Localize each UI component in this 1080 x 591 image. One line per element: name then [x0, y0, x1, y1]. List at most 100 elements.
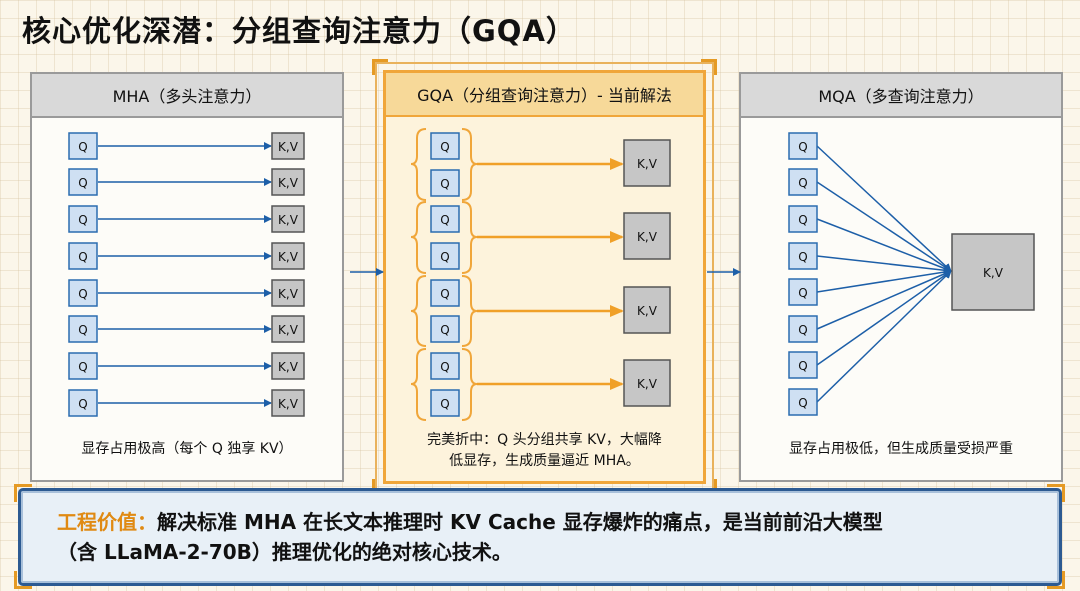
gqa-q-box-5-label: Q: [440, 287, 449, 301]
mqa-q-box-5: [788, 278, 818, 306]
mha-kv-box-3: [271, 205, 305, 233]
mqa-arrow-4: [816, 255, 952, 275]
mqa-q-box-6-label: Q: [798, 323, 807, 337]
mha-q-box-6-label: Q: [78, 323, 87, 337]
gqa-right-brace-1: [461, 128, 478, 201]
bottom-corner-bottom-right: [1047, 571, 1065, 589]
mqa-q-box-3: [788, 205, 818, 233]
gqa-q-box-8: [430, 389, 460, 417]
mha-kv-box-2-label: K,V: [278, 176, 299, 190]
mha-kv-box-1-label: K,V: [278, 140, 299, 154]
mha-q-box-3: [68, 205, 98, 233]
mqa-q-box-5-label: Q: [798, 286, 807, 300]
mqa-arrow-1: [816, 145, 952, 272]
mqa-kv-box-label: K,V: [983, 266, 1004, 280]
mqa-panel-header: MQA（多查询注意力）: [741, 74, 1061, 118]
mha-kv-box-8-label: K,V: [278, 397, 299, 411]
bottom-corner-top-right: [1047, 484, 1065, 502]
mqa-q-box-2: [788, 168, 818, 196]
gqa-right-brace-3: [461, 275, 478, 347]
gqa-kv-box-3: [623, 286, 671, 334]
gqa-right-brace-2: [461, 201, 478, 274]
mha-kv-box-3-label: K,V: [278, 213, 299, 227]
gqa-q-box-3-label: Q: [440, 213, 449, 227]
gqa-kv-box-1: [623, 139, 671, 187]
mqa-q-box-7-label: Q: [798, 359, 807, 373]
mqa-arrow-6: [816, 270, 952, 330]
gqa-left-brace-2: [410, 201, 427, 274]
mha-kv-box-4-label: K,V: [278, 250, 299, 264]
gqa-q-box-7-label: Q: [440, 360, 449, 374]
mqa-q-box-6: [788, 315, 818, 343]
bottom-corner-bottom-left: [14, 571, 32, 589]
gqa-q-box-6: [430, 315, 460, 343]
gqa-caption-line1: 完美折中：Q 头分组共享 KV，大幅降: [427, 432, 662, 448]
gqa-kv-box-1-label: K,V: [637, 157, 658, 171]
page-title: 核心优化深潜：分组查询注意力（GQA）: [22, 14, 576, 48]
mha-kv-box-7: [271, 352, 305, 380]
mha-q-box-1: [68, 132, 98, 160]
mqa-q-box-8-label: Q: [798, 396, 807, 410]
mqa-arrow-8: [816, 270, 952, 403]
gqa-q-box-3: [430, 205, 460, 233]
mha-q-box-7: [68, 352, 98, 380]
gqa-q-box-7: [430, 352, 460, 380]
gqa-caption-line2: 低显存，生成质量逼近 MHA。: [449, 453, 640, 469]
mha-q-box-5: [68, 279, 98, 307]
gqa-q-box-4: [430, 242, 460, 270]
gqa-kv-box-2: [623, 212, 671, 260]
gqa-corner-top-left: [372, 59, 388, 75]
mha-q-box-2: [68, 168, 98, 196]
mqa-q-box-4: [788, 242, 818, 270]
mha-kv-box-7-label: K,V: [278, 360, 299, 374]
mqa-q-box-3-label: Q: [798, 213, 807, 227]
gqa-kv-box-4-label: K,V: [637, 377, 658, 391]
mha-kv-box-2: [271, 168, 305, 196]
mqa-q-box-8: [788, 388, 818, 416]
mha-q-box-8-label: Q: [78, 397, 87, 411]
mqa-arrow-7: [816, 270, 952, 366]
mqa-q-box-7: [788, 351, 818, 379]
engineering-value-text-line1: 解决标准 MHA 在长文本推理时 KV Cache 显存爆炸的痛点，是当前前沿大…: [157, 510, 883, 534]
mha-kv-box-6: [271, 315, 305, 343]
mha-kv-box-8: [271, 389, 305, 417]
gqa-kv-box-4: [623, 359, 671, 407]
mqa-caption: 显存占用极低，但生成质量受损严重: [789, 441, 1013, 457]
mqa-q-box-1-label: Q: [798, 140, 807, 154]
mha-kv-box-6-label: K,V: [278, 323, 299, 337]
gqa-q-box-5: [430, 279, 460, 307]
gqa-right-brace-4: [461, 348, 478, 421]
mha-panel-header: MHA（多头注意力）: [32, 74, 342, 118]
gqa-q-box-4-label: Q: [440, 250, 449, 264]
gqa-left-brace-3: [410, 275, 427, 347]
mha-caption: 显存占用极高（每个 Q 独享 KV）: [81, 441, 293, 457]
mqa-q-box-4-label: Q: [798, 250, 807, 264]
mha-kv-box-5-label: K,V: [278, 287, 299, 301]
mha-q-box-2-label: Q: [78, 176, 87, 190]
gqa-q-box-1: [430, 132, 460, 160]
gqa-kv-box-3-label: K,V: [637, 304, 658, 318]
gqa-left-brace-1: [410, 128, 427, 201]
gqa-q-box-6-label: Q: [440, 323, 449, 337]
mha-q-box-5-label: Q: [78, 287, 87, 301]
mqa-q-box-1: [788, 132, 818, 160]
gqa-q-box-2: [430, 169, 460, 197]
gqa-left-brace-4: [410, 348, 427, 421]
gqa-q-box-2-label: Q: [440, 177, 449, 191]
mqa-q-box-2-label: Q: [798, 176, 807, 190]
mha-q-box-3-label: Q: [78, 213, 87, 227]
mha-kv-box-4: [271, 242, 305, 270]
gqa-panel-header: GQA（分组查询注意力）- 当前解法: [386, 73, 703, 117]
engineering-value-text-line2: （含 LLaMA-2-70B）推理优化的绝对核心技术。: [57, 540, 512, 564]
gqa-kv-box-2-label: K,V: [637, 230, 658, 244]
engineering-value-label: 工程价值：: [57, 510, 157, 534]
bottom-corner-top-left: [14, 484, 32, 502]
gqa-caption: 完美折中：Q 头分组共享 KV，大幅降 低显存，生成质量逼近 MHA。: [386, 430, 703, 472]
mha-q-box-4: [68, 242, 98, 270]
engineering-value-text: 工程价值：解决标准 MHA 在长文本推理时 KV Cache 显存爆炸的痛点，是…: [57, 507, 1057, 567]
mha-q-box-8: [68, 389, 98, 417]
mha-q-box-7-label: Q: [78, 360, 87, 374]
mha-q-box-1-label: Q: [78, 140, 87, 154]
mha-kv-box-5: [271, 279, 305, 307]
mqa-arrow-5: [816, 268, 952, 293]
